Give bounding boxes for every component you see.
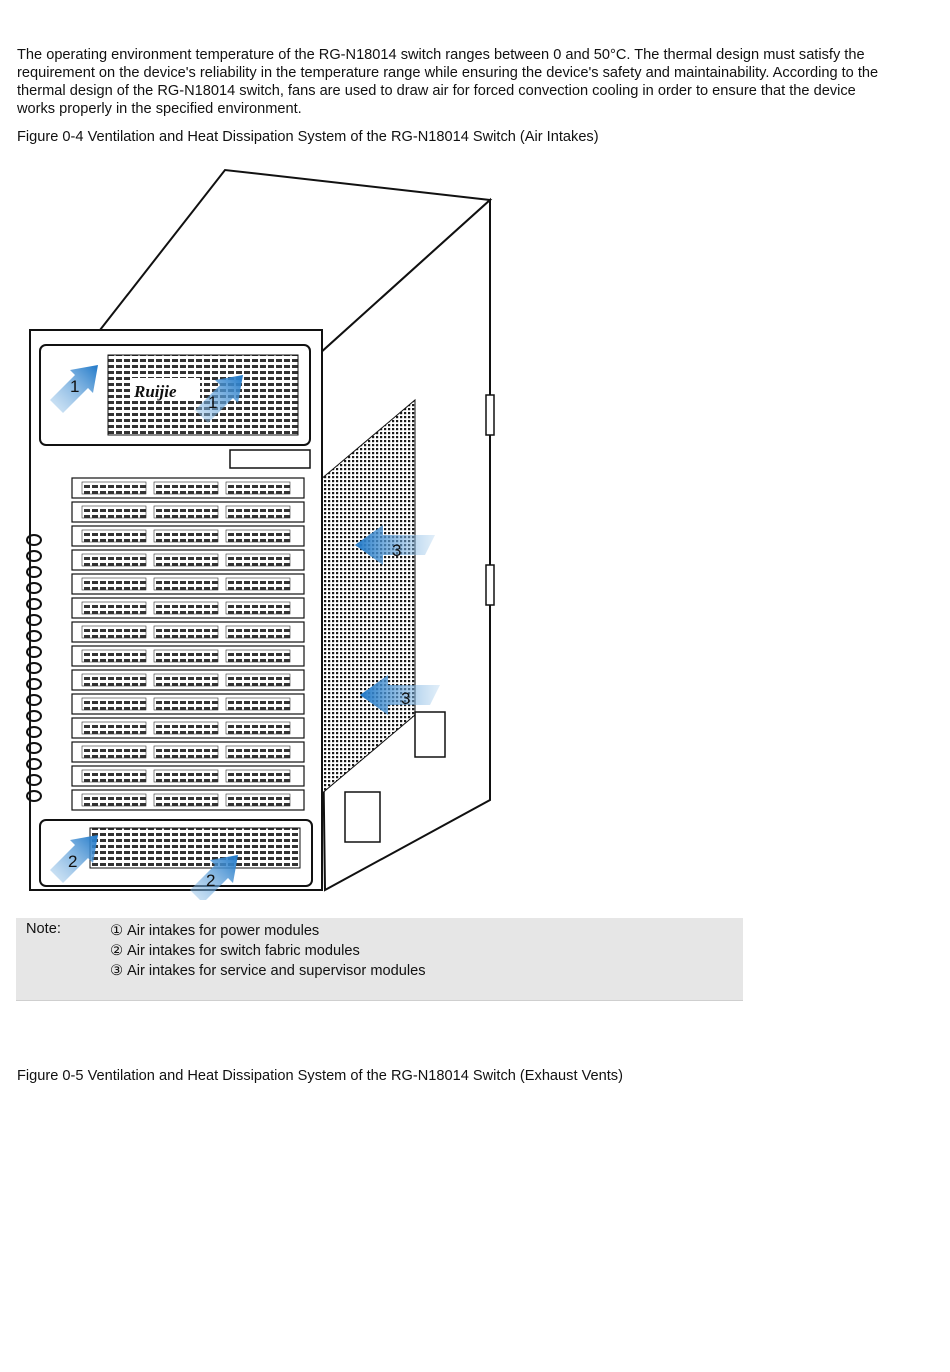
port-block bbox=[225, 769, 291, 783]
port-block bbox=[81, 697, 147, 711]
cable-ring bbox=[26, 662, 42, 674]
port-block bbox=[81, 745, 147, 759]
port-block bbox=[225, 673, 291, 687]
cable-ring bbox=[26, 566, 42, 578]
line-card-slots bbox=[71, 477, 305, 811]
port-block bbox=[225, 505, 291, 519]
airflow-arrow-1b bbox=[195, 375, 243, 423]
cable-ring bbox=[26, 678, 42, 690]
airflow-arrow-1a bbox=[50, 365, 98, 413]
port-block bbox=[153, 505, 219, 519]
port-block bbox=[225, 745, 291, 759]
cable-ring bbox=[26, 534, 42, 546]
port-block bbox=[81, 577, 147, 591]
port-block bbox=[81, 769, 147, 783]
port-block bbox=[225, 481, 291, 495]
port-block bbox=[81, 529, 147, 543]
port-block bbox=[153, 721, 219, 735]
callout-2b: 2 bbox=[206, 871, 215, 890]
airflow-arrow-3b bbox=[360, 675, 440, 715]
port-block bbox=[225, 529, 291, 543]
port-block bbox=[153, 481, 219, 495]
cable-ring bbox=[26, 550, 42, 562]
ruijie-logo: Ruijie bbox=[133, 382, 177, 401]
note-marker: ③ bbox=[110, 963, 124, 979]
port-block bbox=[225, 721, 291, 735]
callout-3b: 3 bbox=[401, 689, 410, 708]
cable-ring bbox=[26, 630, 42, 642]
callout-1b: 1 bbox=[208, 393, 217, 412]
port-block bbox=[225, 793, 291, 807]
note-label: Note: bbox=[26, 921, 61, 937]
cable-ring bbox=[26, 790, 42, 802]
note-marker: ② bbox=[110, 943, 124, 959]
cable-ring bbox=[26, 726, 42, 738]
port-block bbox=[225, 649, 291, 663]
port-block bbox=[153, 649, 219, 663]
port-block bbox=[153, 553, 219, 567]
figure-4-caption: Figure 0-4 Ventilation and Heat Dissipat… bbox=[17, 129, 599, 145]
cable-ring bbox=[26, 742, 42, 754]
port-block bbox=[81, 793, 147, 807]
cable-ring bbox=[26, 614, 42, 626]
note-text: Air intakes for power modules bbox=[127, 923, 320, 939]
port-block bbox=[225, 577, 291, 591]
port-block bbox=[81, 721, 147, 735]
port-block bbox=[153, 577, 219, 591]
note-text: Air intakes for switch fabric modules bbox=[127, 943, 360, 959]
port-block bbox=[81, 625, 147, 639]
cable-ring bbox=[26, 694, 42, 706]
cable-ring bbox=[26, 582, 42, 594]
figure-5-caption: Figure 0-5 Ventilation and Heat Dissipat… bbox=[17, 1068, 623, 1084]
port-block bbox=[153, 769, 219, 783]
cable-ring bbox=[26, 774, 42, 786]
port-block bbox=[153, 625, 219, 639]
cable-ring bbox=[26, 646, 42, 658]
port-block bbox=[225, 625, 291, 639]
airflow-arrow-2a bbox=[50, 835, 98, 883]
port-block bbox=[225, 697, 291, 711]
port-block bbox=[81, 601, 147, 615]
port-block bbox=[81, 505, 147, 519]
cable-ring bbox=[26, 710, 42, 722]
port-block bbox=[153, 793, 219, 807]
port-block bbox=[81, 553, 147, 567]
callout-2a: 2 bbox=[68, 852, 77, 871]
airflow-arrow-3a bbox=[355, 525, 435, 565]
port-block bbox=[153, 529, 219, 543]
port-block bbox=[153, 697, 219, 711]
port-block bbox=[153, 673, 219, 687]
port-block bbox=[225, 553, 291, 567]
callout-3a: 3 bbox=[392, 541, 401, 560]
note-text: Air intakes for service and supervisor m… bbox=[127, 963, 426, 979]
port-block bbox=[81, 481, 147, 495]
cable-ring bbox=[26, 598, 42, 610]
note-marker: ① bbox=[110, 923, 124, 939]
switch-chassis-figure: Ruijie 1 1 2 2 3 3 bbox=[26, 168, 495, 900]
callout-1a: 1 bbox=[70, 377, 79, 396]
port-block bbox=[81, 673, 147, 687]
cable-ring bbox=[26, 758, 42, 770]
port-block bbox=[225, 601, 291, 615]
port-block bbox=[153, 601, 219, 615]
intro-paragraph: The operating environment temperature of… bbox=[17, 47, 879, 117]
port-block bbox=[153, 745, 219, 759]
port-block bbox=[81, 649, 147, 663]
airflow-arrow-2b bbox=[190, 855, 238, 900]
